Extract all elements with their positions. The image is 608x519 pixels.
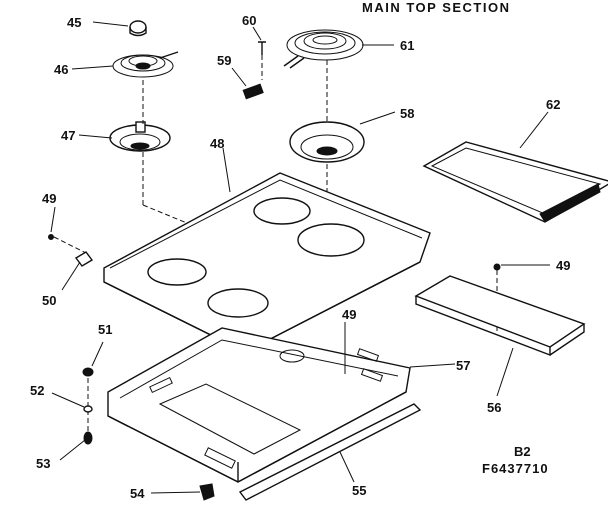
callout-57: 57 — [456, 358, 470, 373]
part-58-large-drip-pan — [289, 121, 365, 163]
footer-part-number: F6437710 — [482, 461, 549, 476]
cooktop-base-pan — [107, 327, 411, 483]
part-61-large-surface-element — [283, 29, 364, 69]
callout-46: 46 — [54, 62, 68, 77]
part-46-small-surface-element — [112, 51, 179, 78]
footer-b2: B2 — [514, 444, 531, 459]
callout-55: 55 — [352, 483, 366, 498]
part-52-washer — [83, 405, 93, 413]
callout-49-bottom: 49 — [342, 307, 356, 322]
part-51-nut — [82, 367, 94, 377]
callout-52: 52 — [30, 383, 44, 398]
part-48-main-top — [103, 172, 431, 353]
callout-62: 62 — [546, 97, 560, 112]
part-62-cover-panel — [422, 141, 608, 223]
callout-49-left: 49 — [42, 191, 56, 206]
callout-61: 61 — [400, 38, 414, 53]
part-53-bushing — [83, 431, 93, 445]
callout-49-right: 49 — [556, 258, 570, 273]
callout-59: 59 — [217, 53, 231, 68]
part-56-heat-shield — [414, 275, 586, 357]
part-60-screw — [258, 41, 266, 55]
callout-51: 51 — [98, 322, 112, 337]
diagram-title: MAIN TOP SECTION — [362, 0, 510, 15]
part-59-receptacle — [242, 83, 264, 100]
callout-60: 60 — [242, 13, 256, 28]
callout-labels: 45 46 47 48 49 50 51 52 53 54 55 56 57 5… — [30, 13, 570, 501]
part-47-small-drip-pan — [109, 121, 171, 152]
callout-58: 58 — [400, 106, 414, 121]
callout-47: 47 — [61, 128, 75, 143]
callout-56: 56 — [487, 400, 501, 415]
callout-50: 50 — [42, 293, 56, 308]
callout-48: 48 — [210, 136, 224, 151]
callout-54: 54 — [130, 486, 145, 501]
part-55-trim-rail — [238, 403, 422, 501]
callout-53: 53 — [36, 456, 50, 471]
callout-leaders — [50, 21, 550, 494]
callout-45: 45 — [67, 15, 81, 30]
part-54-foot — [199, 483, 215, 501]
part-45-cap — [129, 20, 147, 37]
